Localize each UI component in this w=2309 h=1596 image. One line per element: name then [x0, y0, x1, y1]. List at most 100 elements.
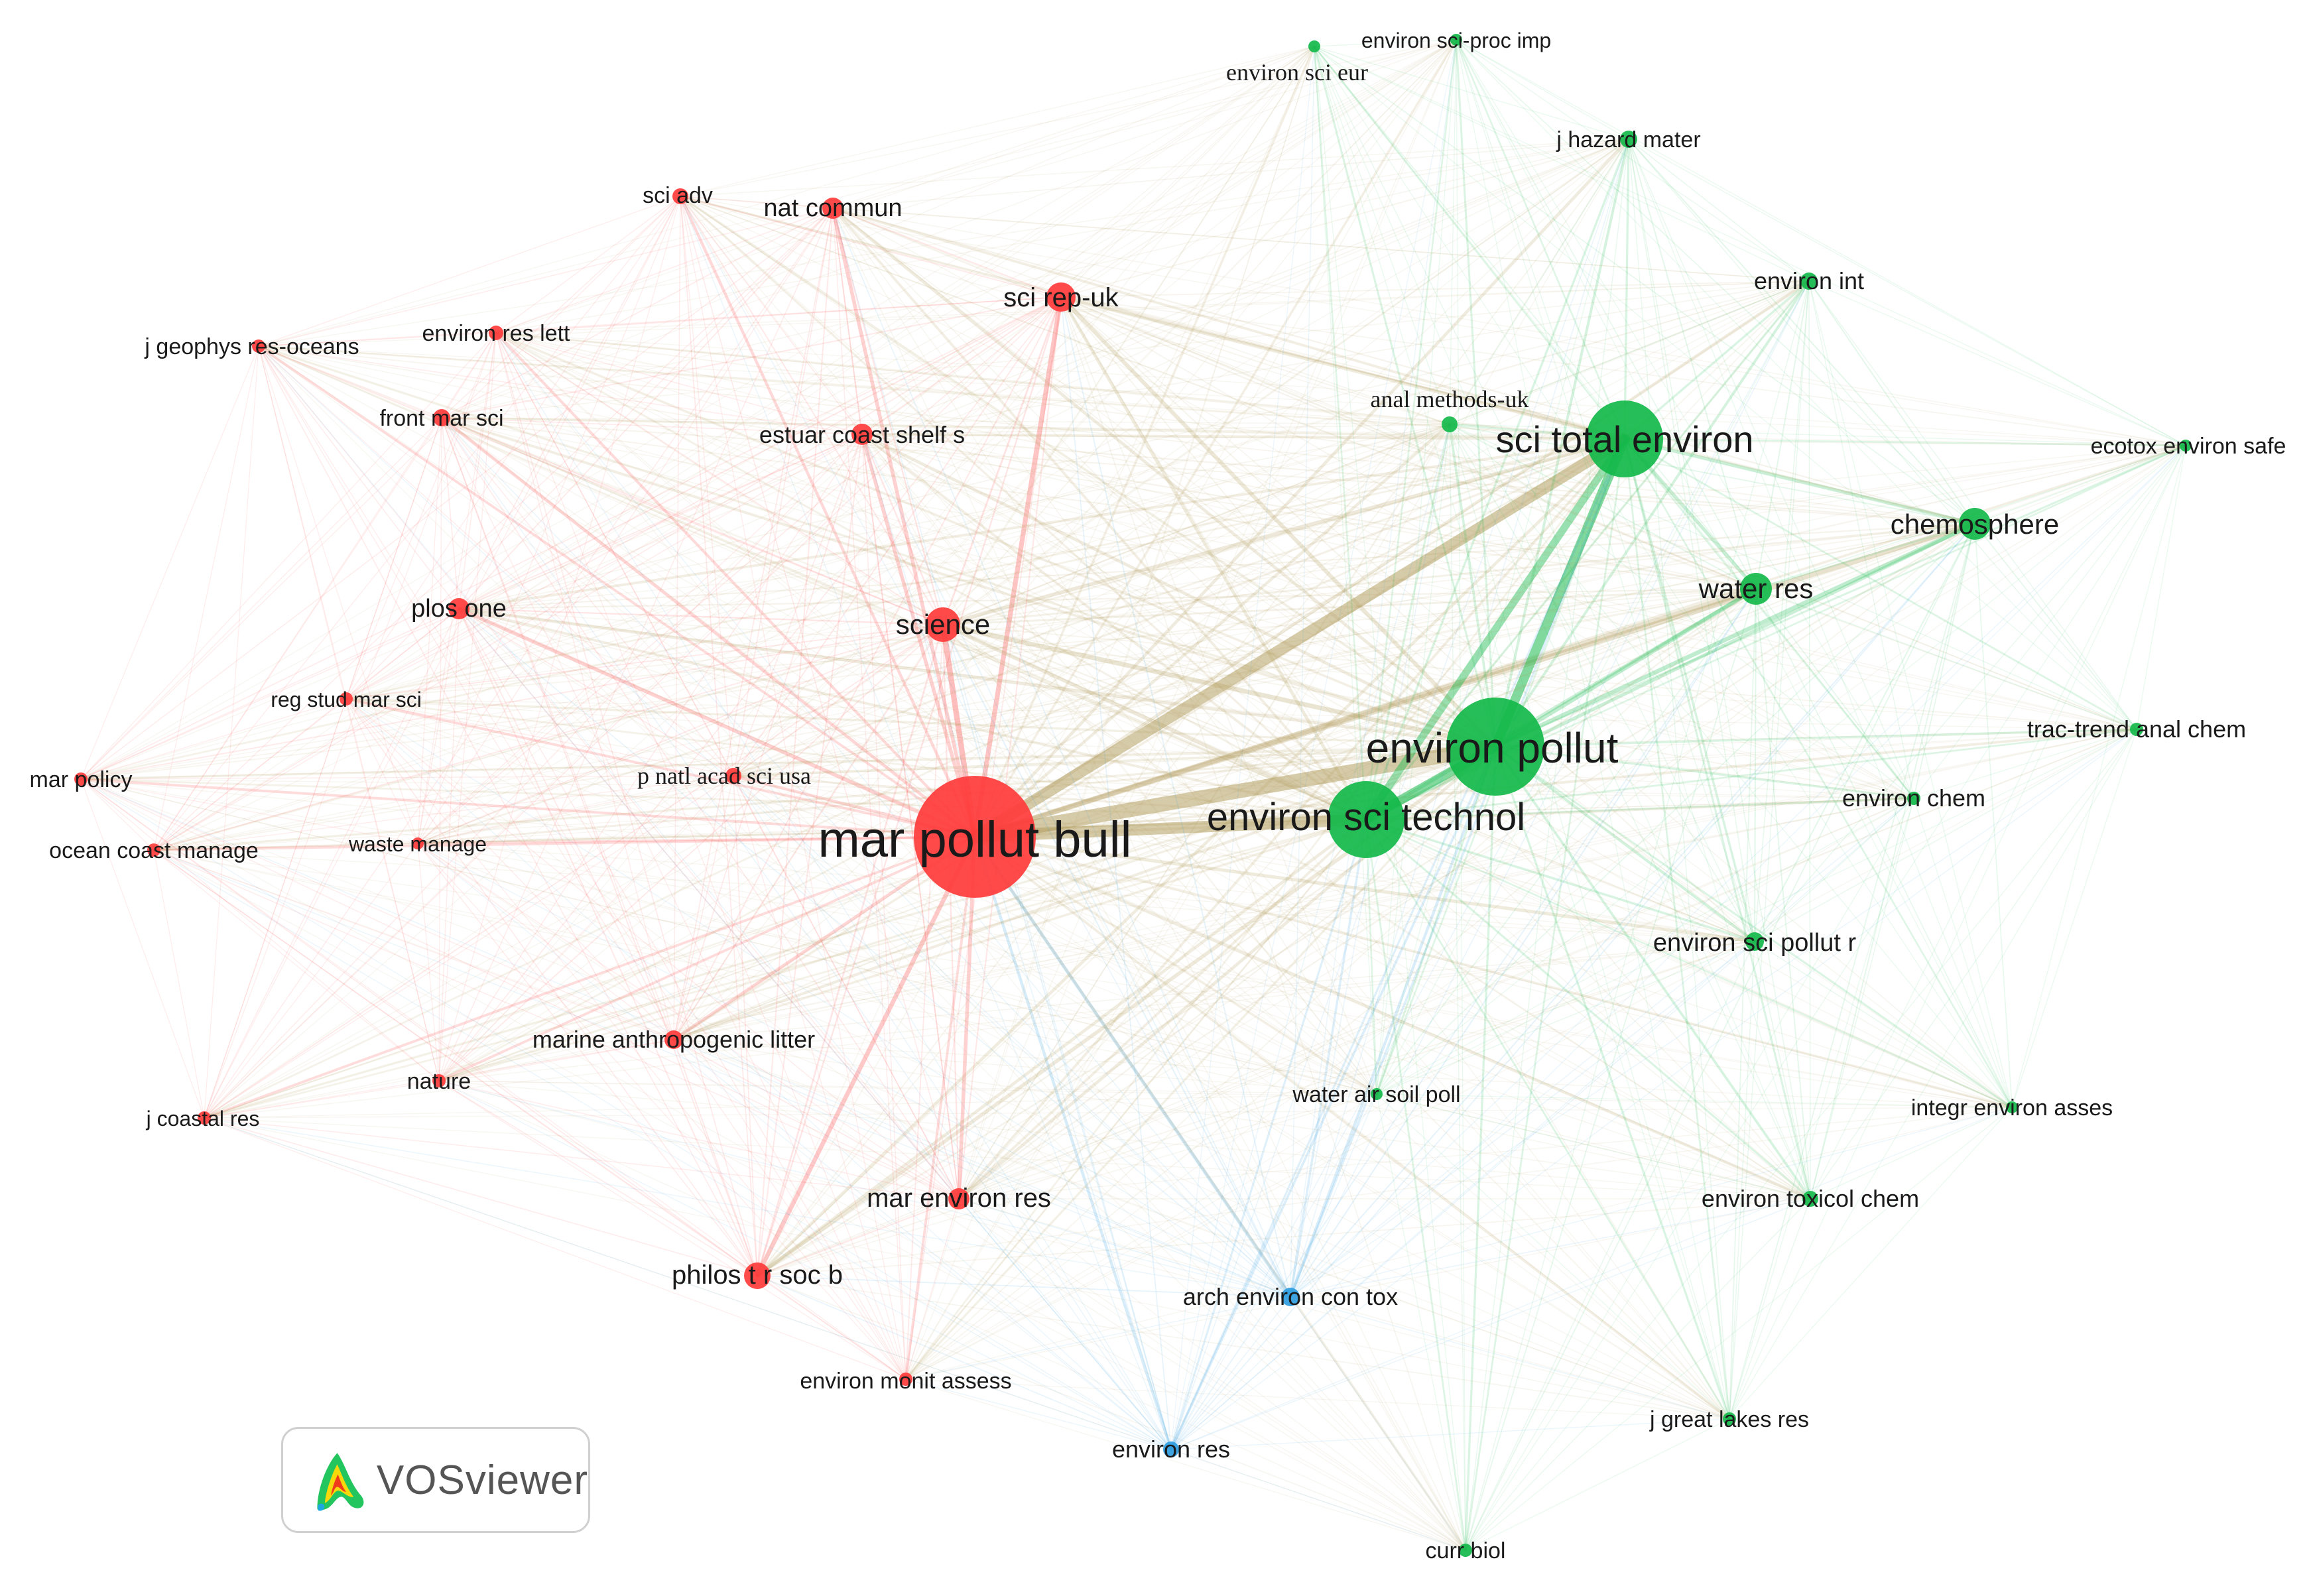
- node-marine_anthropogenic_litter[interactable]: [664, 1030, 683, 1049]
- node-environ_pollut[interactable]: [1446, 698, 1544, 796]
- node-label-j_hazard_mater[interactable]: j hazard mater: [1556, 127, 1700, 153]
- node-label-integr_environ_asses[interactable]: integr environ asses: [1911, 1095, 2113, 1121]
- node-environ_sci_technol[interactable]: [1328, 781, 1404, 858]
- node-label-j_coastal_res[interactable]: j coastal res: [146, 1107, 260, 1131]
- node-label-p_natl_acad_sci_usa[interactable]: p natl acad sci usa: [637, 763, 811, 789]
- node-label-mar_policy[interactable]: mar policy: [30, 767, 133, 792]
- node-label-water_air_soil_poll[interactable]: water air soil poll: [1292, 1082, 1460, 1107]
- link-nat_commun-j_coastal_res: [204, 208, 834, 1119]
- node-nat_commun[interactable]: [822, 198, 843, 219]
- node-environ_chem[interactable]: [1907, 792, 1920, 805]
- node-label-environ_sci_pollut_r[interactable]: environ sci pollut r: [1653, 929, 1857, 957]
- node-label-environ_pollut[interactable]: environ pollut: [1366, 724, 1619, 772]
- link-environ_sci_technol-water_air_soil_poll: [1365, 818, 1378, 1095]
- node-label-marine_anthropogenic_litter[interactable]: marine anthropogenic litter: [532, 1026, 815, 1053]
- node-nature[interactable]: [432, 1074, 446, 1087]
- node-science[interactable]: [926, 607, 960, 642]
- link-environ_res_lett-environ_toxicol_chem: [495, 332, 1811, 1199]
- node-integr_environ_asses[interactable]: [2006, 1101, 2018, 1113]
- node-j_coastal_res[interactable]: [198, 1111, 211, 1125]
- node-environ_sci_eur[interactable]: [1308, 40, 1320, 52]
- node-label-nature[interactable]: nature: [407, 1069, 471, 1094]
- node-label-arch_environ_con_tox[interactable]: arch environ con tox: [1183, 1283, 1398, 1310]
- node-label-environ_sci_eur[interactable]: environ sci eur: [1226, 59, 1368, 86]
- node-arch_environ_con_tox[interactable]: [1281, 1288, 1300, 1306]
- node-label-trac_trend_anal_chem[interactable]: trac-trend anal chem: [2027, 715, 2246, 743]
- node-environ_int[interactable]: [1800, 273, 1818, 290]
- node-label-sci_adv[interactable]: sci adv: [643, 183, 713, 208]
- node-ecotox_environ_safe[interactable]: [2180, 440, 2192, 452]
- node-label-environ_int[interactable]: environ int: [1754, 267, 1864, 294]
- node-label-chemosphere[interactable]: chemosphere: [1891, 509, 2059, 540]
- node-reg_stud_mar_sci[interactable]: [340, 692, 353, 706]
- node-label-environ_sci_proc_imp[interactable]: environ sci-proc imp: [1361, 29, 1551, 52]
- link-j_geophys_res_oceans-environ_sci_proc_imp: [258, 39, 1457, 347]
- node-label-ocean_coast_manage[interactable]: ocean coast manage: [49, 838, 259, 863]
- node-mar_environ_res[interactable]: [948, 1188, 969, 1209]
- node-label-sci_total_environ[interactable]: sci total environ: [1495, 418, 1753, 460]
- node-label-sci_rep_uk[interactable]: sci rep-uk: [1003, 283, 1119, 312]
- node-label-plos_one[interactable]: plos one: [411, 595, 507, 623]
- link-sci_total_environ-mar_policy: [80, 438, 1626, 780]
- node-estuar_coast_shelf_s[interactable]: [851, 424, 873, 445]
- node-mar_pollut_bull[interactable]: [914, 776, 1036, 898]
- link-environ_sci_technol-environ_toxicol_chem: [1365, 818, 1812, 1200]
- link-nat_commun-environ_monit_assess: [832, 208, 906, 1380]
- link-philos_t_r_soc_b-environ_sci_proc_imp: [757, 39, 1457, 1276]
- node-front_mar_sci[interactable]: [433, 409, 450, 426]
- node-sci_total_environ[interactable]: [1586, 400, 1663, 477]
- node-label-reg_stud_mar_sci[interactable]: reg stud mar sci: [271, 688, 422, 711]
- node-label-environ_chem[interactable]: environ chem: [1842, 784, 1985, 812]
- node-label-nat_commun[interactable]: nat commun: [763, 194, 902, 222]
- node-label-environ_res[interactable]: environ res: [1112, 1436, 1230, 1463]
- node-label-anal_methods_uk[interactable]: anal methods-uk: [1371, 386, 1529, 412]
- node-label-ecotox_environ_safe[interactable]: ecotox environ safe: [2091, 434, 2286, 459]
- node-label-j_great_lakes_res[interactable]: j great lakes res: [1649, 1407, 1809, 1432]
- node-label-environ_res_lett[interactable]: environ res lett: [422, 321, 571, 346]
- node-label-curr_biol[interactable]: curr biol: [1426, 1538, 1506, 1564]
- node-j_great_lakes_res[interactable]: [1723, 1412, 1736, 1426]
- node-label-environ_toxicol_chem[interactable]: environ toxicol chem: [1702, 1185, 1919, 1212]
- node-curr_biol[interactable]: [1459, 1544, 1472, 1557]
- node-environ_monit_assess[interactable]: [899, 1373, 912, 1386]
- link-waste_manage-environ_toxicol_chem: [417, 843, 1811, 1199]
- node-label-philos_t_r_soc_b[interactable]: philos t r soc b: [672, 1260, 843, 1290]
- node-waste_manage[interactable]: [412, 837, 424, 849]
- node-ocean_coast_manage[interactable]: [147, 843, 160, 857]
- node-label-estuar_coast_shelf_s[interactable]: estuar coast shelf s: [759, 421, 965, 448]
- node-label-science[interactable]: science: [896, 609, 990, 640]
- link-waste_manage-j_hazard_mater: [417, 139, 1629, 844]
- node-environ_res[interactable]: [1163, 1442, 1179, 1457]
- node-label-environ_monit_assess[interactable]: environ monit assess: [800, 1369, 1011, 1394]
- link-environ_monit_assess-arch_environ_con_tox: [905, 1296, 1291, 1380]
- node-label-front_mar_sci[interactable]: front mar sci: [379, 406, 503, 431]
- node-label-mar_pollut_bull[interactable]: mar pollut bull: [818, 812, 1131, 868]
- link-mar_pollut_bull-ocean_coast_manage: [153, 835, 976, 851]
- node-water_res[interactable]: [1740, 573, 1772, 605]
- node-sci_adv[interactable]: [672, 188, 688, 204]
- node-j_geophys_res_oceans[interactable]: [252, 339, 265, 353]
- node-label-water_res[interactable]: water res: [1698, 573, 1814, 604]
- node-environ_res_lett[interactable]: [489, 326, 503, 340]
- node-label-j_geophys_res_oceans[interactable]: j geophys res-oceans: [144, 334, 359, 359]
- node-environ_sci_pollut_r[interactable]: [1745, 932, 1764, 951]
- node-p_natl_acad_sci_usa[interactable]: [725, 768, 741, 784]
- node-label-mar_environ_res[interactable]: mar environ res: [867, 1184, 1051, 1213]
- link-water_res-j_hazard_mater: [1628, 139, 1757, 589]
- vosviewer-logo[interactable]: VOSviewer: [281, 1427, 590, 1533]
- node-chemosphere[interactable]: [1959, 508, 1991, 540]
- node-plos_one[interactable]: [448, 598, 469, 619]
- link-mar_environ_res-integr_environ_asses: [958, 1107, 2013, 1199]
- node-anal_methods_uk[interactable]: [1442, 416, 1458, 432]
- node-j_hazard_mater[interactable]: [1620, 131, 1637, 148]
- node-water_air_soil_poll[interactable]: [1371, 1088, 1383, 1100]
- node-philos_t_r_soc_b[interactable]: [744, 1262, 771, 1289]
- node-environ_toxicol_chem[interactable]: [1802, 1191, 1818, 1207]
- link-j_coastal_res-environ_res: [204, 1117, 1172, 1450]
- node-label-environ_sci_technol[interactable]: environ sci technol: [1207, 796, 1525, 839]
- node-trac_trend_anal_chem[interactable]: [2130, 723, 2143, 736]
- node-label-waste_manage[interactable]: waste manage: [348, 832, 487, 856]
- node-mar_policy[interactable]: [74, 772, 88, 786]
- node-sci_rep_uk[interactable]: [1046, 282, 1076, 312]
- node-environ_sci_proc_imp[interactable]: [1450, 34, 1462, 46]
